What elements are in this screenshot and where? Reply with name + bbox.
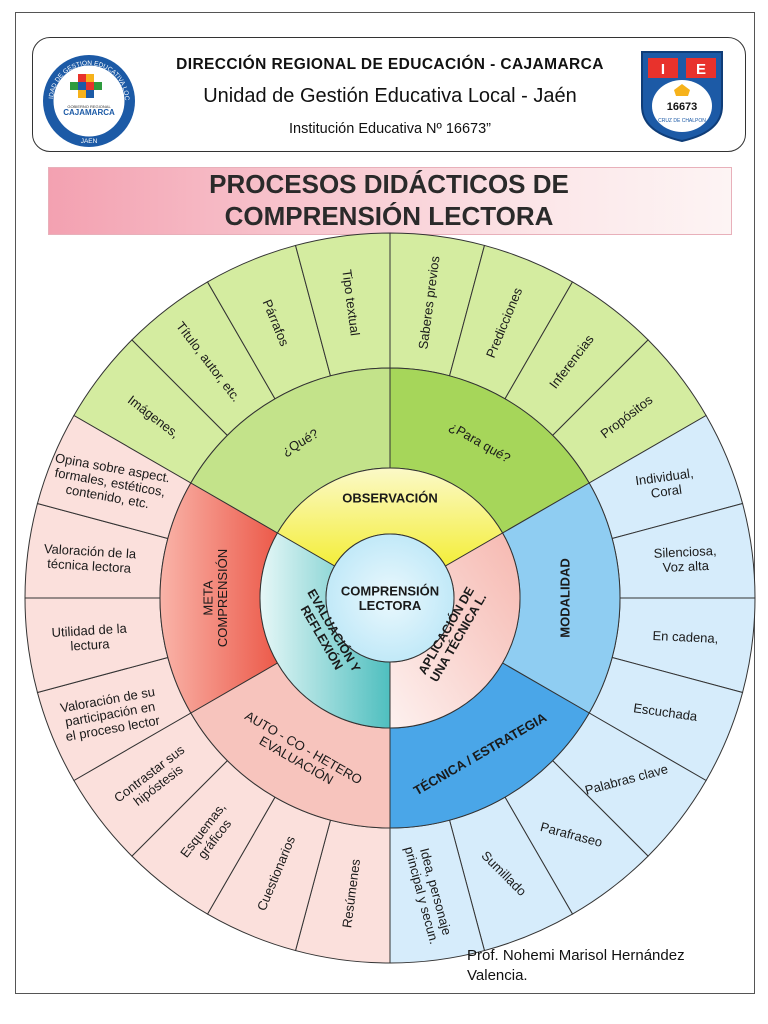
header-line-1: DIRECCIÓN REGIONAL DE EDUCACIÓN - CAJAMA… bbox=[176, 56, 604, 73]
header-line-2: Unidad de Gestión Educativa Local - Jaén bbox=[203, 85, 577, 107]
page-border bbox=[15, 12, 755, 994]
outer-modalidad-label-line: Voz alta bbox=[662, 558, 710, 575]
center-label-line: LECTORA bbox=[359, 598, 422, 613]
header-panel bbox=[32, 37, 746, 152]
outer-meta-label-line: Utilidad de la bbox=[51, 621, 128, 640]
observacion-label: OBSERVACIÓN bbox=[342, 491, 438, 506]
outer-modalidad-label-line: Coral bbox=[650, 482, 683, 501]
shield-letter-e: E bbox=[696, 61, 706, 78]
school-shield-logo: I E 16673 CRUZ DE CHALPON bbox=[641, 51, 723, 143]
outer-modalidad-label-line: En cadena, bbox=[652, 628, 718, 646]
center-label-line: COMPRENSIÓN bbox=[341, 583, 439, 598]
center-circle bbox=[325, 533, 455, 663]
ugel-logo: GOBIERNO REGIONAL CAJAMARCA UNIDAD DE GE… bbox=[40, 52, 135, 147]
outer-modalidad-label: En cadena, bbox=[652, 628, 718, 646]
title-line-2: COMPRENSIÓN LECTORA bbox=[224, 201, 554, 231]
page-title: PROCESOS DIDÁCTICOS DE COMPRENSIÓN LECTO… bbox=[48, 168, 730, 232]
meta-label: METACOMPRENSIÓN bbox=[200, 549, 230, 647]
outer-meta-label: Valoración de latécnica lectora bbox=[43, 541, 138, 576]
outer-meta-label-line: técnica lectora bbox=[47, 556, 132, 576]
modalidad-label-line: MODALIDAD bbox=[558, 558, 573, 637]
logo-small-text: GOBIERNO REGIONAL bbox=[67, 104, 111, 109]
observacion-label-line: OBSERVACIÓN bbox=[342, 491, 438, 506]
outer-meta-label: Utilidad de lalectura bbox=[51, 621, 129, 655]
outer-meta-label-line: lectura bbox=[70, 636, 111, 653]
meta-label-line: META bbox=[200, 580, 215, 615]
outer-meta-label: Valoración de suparticipación enel proce… bbox=[59, 684, 162, 744]
author-line-2: Valencia. bbox=[467, 967, 528, 984]
logo-bottom-text: JAEN bbox=[81, 138, 98, 145]
shield-letter-i: I bbox=[661, 61, 665, 78]
meta-label-line: COMPRENSIÓN bbox=[215, 549, 230, 647]
title-line-1: PROCESOS DIDÁCTICOS DE bbox=[209, 169, 569, 199]
outer-meta-label-line: Valoración de la bbox=[44, 541, 138, 561]
outer-modalidad-label: Silenciosa,Voz alta bbox=[653, 543, 717, 575]
outer-modalidad-label-line: Silenciosa, bbox=[653, 543, 716, 561]
author-line-1: Prof. Nohemi Marisol Hernández bbox=[467, 947, 685, 964]
author-credit: Prof. Nohemi Marisol Hernández Valencia. bbox=[467, 946, 757, 986]
shield-place: CRUZ DE CHALPON bbox=[658, 118, 706, 124]
modalidad-label: MODALIDAD bbox=[558, 558, 573, 637]
outer-meta-label: Opina sobre aspect.formales, estéticos,c… bbox=[49, 450, 171, 514]
header-line-3: Institución Educativa Nº 16673” bbox=[289, 121, 491, 137]
shield-number: 16673 bbox=[667, 101, 698, 113]
outer-modalidad-label: Individual,Coral bbox=[634, 465, 696, 502]
logo-name-text: CAJAMARCA bbox=[63, 108, 115, 117]
